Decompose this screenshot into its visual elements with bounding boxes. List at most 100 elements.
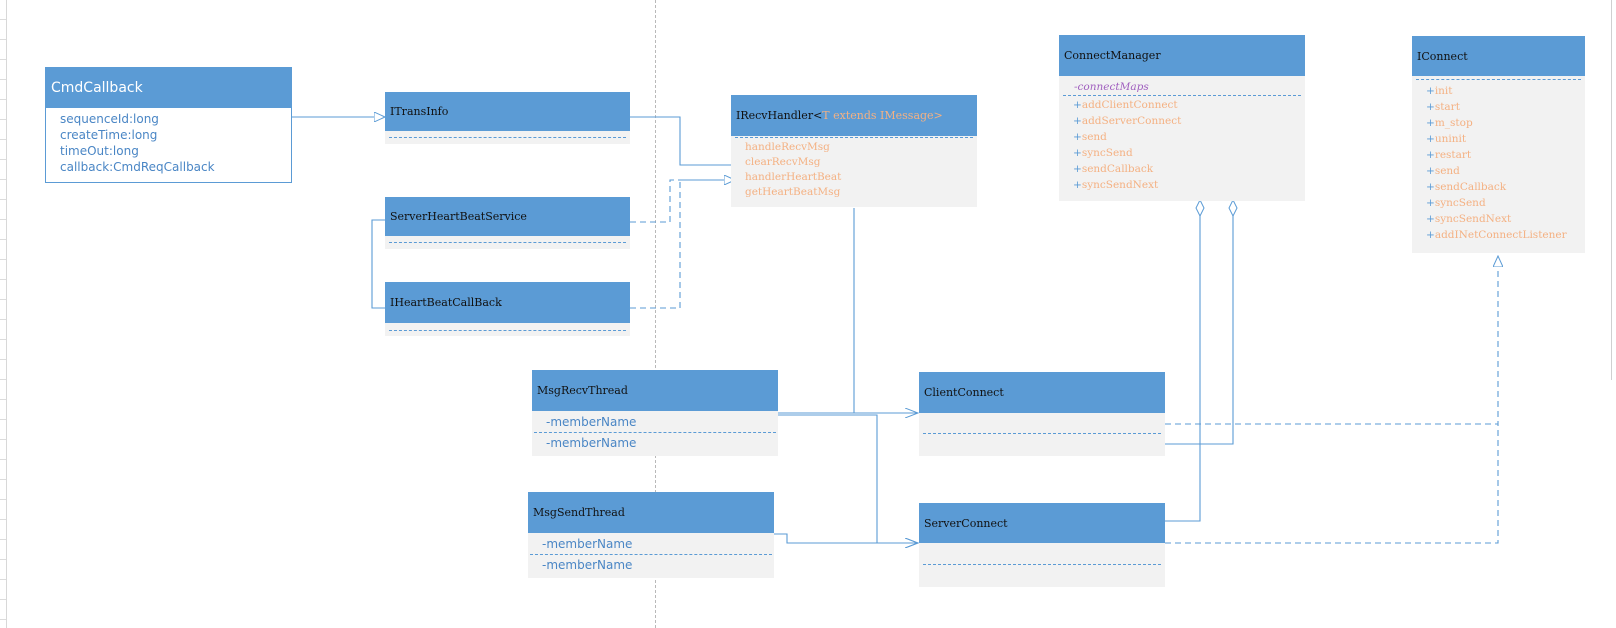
member-msgsend-2: -memberName: [542, 558, 633, 572]
name-start: start: [1434, 101, 1460, 113]
name-m-stop: m_stop: [1434, 117, 1473, 129]
name-iconnect-send: send: [1434, 165, 1460, 177]
name-send: send: [1081, 131, 1107, 143]
method-iconnect-syncsendnext: +syncSendNext: [1412, 211, 1585, 227]
name-addclientconnect: addClientConnect: [1081, 99, 1178, 111]
link-serverheartbeat-irecvhandler: [630, 179, 732, 223]
class-iconnect[interactable]: IConnect +init +start +m_stop +uninit +r…: [1412, 36, 1585, 253]
vis-restart: +: [1426, 149, 1435, 161]
method-start: +start: [1412, 99, 1585, 115]
class-iheartbeatcallback-title: IHeartBeatCallBack: [390, 296, 502, 309]
name-iconnect-syncsend: syncSend: [1434, 197, 1486, 209]
link-iheartbeat-irecvhandler: [630, 180, 735, 309]
class-iheartbeatcallback[interactable]: IHeartBeatCallBack: [385, 282, 630, 336]
class-irecvhandler-type-param: T extends IMessage>: [822, 109, 943, 122]
method-send: +send: [1059, 129, 1305, 145]
class-serverheartbeatservice-title: ServerHeartBeatService: [390, 210, 527, 223]
class-connectmanager[interactable]: ConnectManager -connectMaps +addClientCo…: [1059, 35, 1305, 201]
method-sendcallback: +sendCallback: [1059, 161, 1305, 177]
class-serverconnect-header: ServerConnect: [919, 503, 1165, 543]
class-msgsendthread[interactable]: MsgSendThread -memberName -memberName: [528, 492, 774, 578]
ruler-left: [0, 0, 7, 628]
name-addinetconnectlistener: addINetConnectListener: [1434, 229, 1567, 241]
class-iconnect-header: IConnect: [1412, 36, 1585, 76]
name-syncsend: syncSend: [1081, 147, 1133, 159]
class-iheartbeatcallback-divider: [389, 330, 626, 331]
class-serverheartbeatservice-header: ServerHeartBeatService: [385, 197, 630, 236]
class-serverheartbeatservice-divider: [389, 242, 626, 243]
class-msgsendthread-title: MsgSendThread: [533, 506, 625, 519]
class-msgsendthread-divider: [530, 554, 772, 555]
vis-syncsendnext: +: [1073, 179, 1082, 191]
field-callback: callback:CmdReqCallback: [60, 160, 215, 174]
method-init: +init: [1412, 83, 1585, 99]
method-getheartbeatmsg: getHeartBeatMsg: [745, 186, 841, 198]
class-itransinfo-divider: [389, 137, 626, 138]
vis-init: +: [1426, 85, 1435, 97]
field-timeout: timeOut:long: [60, 144, 139, 158]
link-msgsend-serverconnect: [773, 533, 918, 543]
class-cmdcallback[interactable]: CmdCallback sequenceId:long createTime:l…: [45, 67, 292, 183]
class-clientconnect-divider: [923, 433, 1161, 434]
class-connectmanager-header: ConnectManager: [1059, 35, 1305, 76]
class-serverheartbeatservice[interactable]: ServerHeartBeatService: [385, 197, 630, 249]
vis-syncsend: +: [1073, 147, 1082, 159]
class-cmdcallback-title: CmdCallback: [51, 80, 143, 96]
class-msgrecvthread-title: MsgRecvThread: [537, 384, 628, 397]
class-msgrecvthread-divider: [534, 432, 776, 433]
ruler-right: [1611, 0, 1616, 380]
member-msgsend-1: -memberName: [542, 537, 633, 551]
class-clientconnect-header: ClientConnect: [919, 372, 1165, 413]
class-serverconnect-divider: [923, 564, 1161, 565]
link-itransinfo-irecvhandler: [630, 116, 732, 166]
vis-start: +: [1426, 101, 1435, 113]
name-init: init: [1434, 85, 1453, 97]
page-break-line: [655, 0, 656, 628]
name-restart: restart: [1434, 149, 1472, 161]
method-iconnect-syncsend: +syncSend: [1412, 195, 1585, 211]
class-clientconnect[interactable]: ClientConnect: [919, 372, 1165, 456]
name-iconnect-syncsendnext: syncSendNext: [1434, 213, 1512, 225]
class-iconnect-divider: [1416, 79, 1581, 80]
method-iconnect-send: +send: [1412, 163, 1585, 179]
class-serverconnect[interactable]: ServerConnect: [919, 503, 1165, 587]
class-msgrecvthread-header: MsgRecvThread: [532, 370, 778, 411]
name-addserverconnect: addServerConnect: [1081, 115, 1182, 127]
link-connectmanager-serverconnect: [1165, 200, 1200, 522]
class-itransinfo-title: ITransInfo: [390, 105, 449, 118]
method-handlerheartbeat: handlerHeartBeat: [745, 171, 842, 183]
class-msgrecvthread[interactable]: MsgRecvThread -memberName -memberName: [532, 370, 778, 456]
method-iconnect-sendcallback: +sendCallback: [1412, 179, 1585, 195]
link-msgrecv-serverconnect: [778, 414, 918, 543]
class-itransinfo[interactable]: ITransInfo: [385, 92, 630, 144]
method-clearrecvmsg: clearRecvMsg: [745, 156, 821, 168]
method-addinetconnectlistener: +addINetConnectListener: [1412, 227, 1585, 243]
class-irecvhandler[interactable]: IRecvHandler< T extends IMessage> handle…: [731, 95, 977, 207]
class-irecvhandler-header: IRecvHandler< T extends IMessage>: [731, 95, 977, 136]
vis-addclientconnect: +: [1073, 99, 1082, 111]
class-serverconnect-title: ServerConnect: [924, 516, 1008, 530]
vis-iconnect-send: +: [1426, 165, 1435, 177]
name-iconnect-sendcallback: sendCallback: [1434, 181, 1507, 193]
method-addserverconnect: +addServerConnect: [1059, 113, 1305, 129]
method-syncsend: +syncSend: [1059, 145, 1305, 161]
vis-iconnect-sendcallback: +: [1426, 181, 1435, 193]
class-irecvhandler-title: IRecvHandler<: [736, 109, 823, 122]
class-msgsendthread-header: MsgSendThread: [528, 492, 774, 533]
class-cmdcallback-header: CmdCallback: [46, 68, 291, 108]
vis-iconnect-syncsendnext: +: [1426, 213, 1435, 225]
method-m-stop: +m_stop: [1412, 115, 1585, 131]
link-clientconnect-iconnect: [1165, 256, 1498, 425]
link-serverconnect-iconnect: [1165, 424, 1499, 544]
method-addclientconnect: +addClientConnect: [1059, 97, 1305, 113]
member-msgrecv-2: -memberName: [546, 436, 637, 450]
vis-send: +: [1073, 131, 1082, 143]
method-handlerecvmsg: handleRecvMsg: [745, 141, 830, 153]
attribute-connectmaps: -connectMaps: [1074, 81, 1149, 93]
class-irecvhandler-divider: [735, 137, 973, 138]
name-syncsendnext: syncSendNext: [1081, 179, 1159, 191]
field-sequenceid: sequenceId:long: [60, 112, 159, 126]
member-msgrecv-1: -memberName: [546, 415, 637, 429]
